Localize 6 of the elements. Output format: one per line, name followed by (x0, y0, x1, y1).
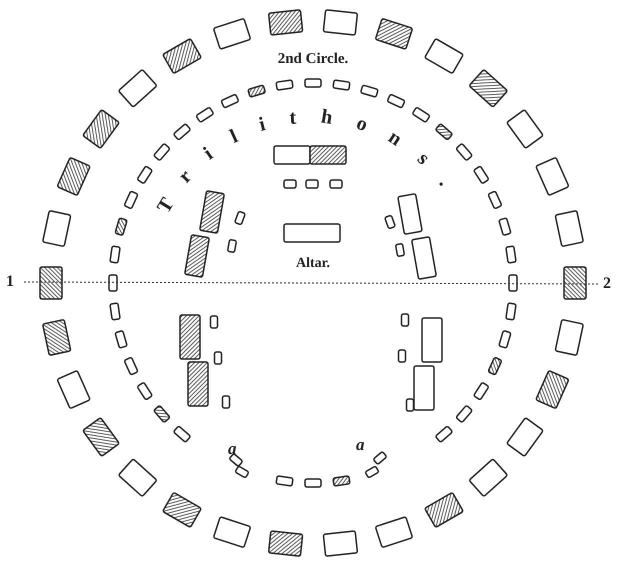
area-label: Altar. (296, 257, 330, 271)
stone-mark-letter: a (228, 440, 236, 457)
section-end-number: 2 (603, 276, 611, 292)
section-end-number: 1 (6, 274, 14, 290)
stone-mark-letter: a (356, 436, 364, 453)
area-label: 2nd Circle. (278, 52, 348, 67)
